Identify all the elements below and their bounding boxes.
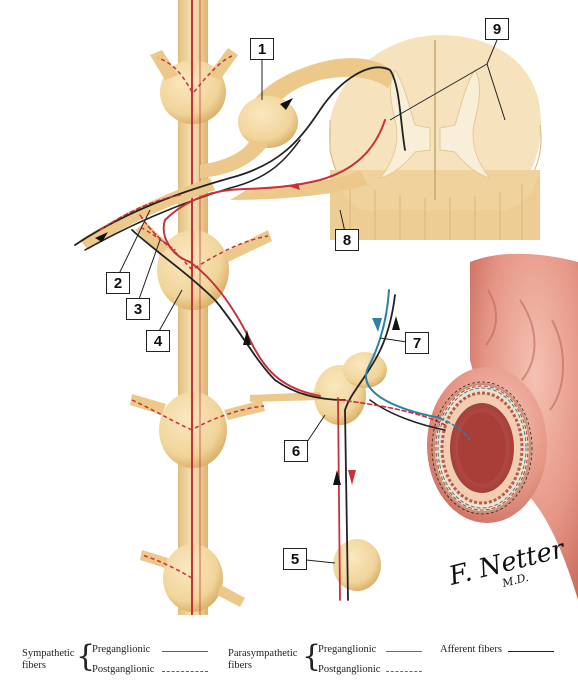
leader-lines	[117, 39, 506, 564]
label-6: 6	[284, 440, 308, 462]
prevertebral-ganglion	[250, 352, 387, 591]
direction-arrows	[95, 98, 400, 485]
legend-para-post-label: Postganglionic	[318, 664, 381, 675]
label-9: 9	[485, 18, 509, 40]
ganglion-5	[333, 539, 381, 591]
legend-para-pre-label: Preganglionic	[318, 644, 377, 655]
label-8: 8	[335, 229, 359, 251]
legend-para-pre-line	[386, 651, 422, 652]
legend-sym-pre-label: Preganglionic	[92, 644, 151, 655]
legend-para-post-line	[386, 671, 422, 672]
legend-afferent-line	[508, 651, 554, 652]
label-4: 4	[146, 330, 170, 352]
legend: Sympathetic fibers { Preganglionic Postg…	[0, 636, 578, 688]
legend-sym-post-label: Postganglionic	[92, 664, 155, 675]
label-5: 5	[283, 548, 307, 570]
intestine	[427, 253, 578, 600]
dorsal-root-ganglion	[238, 96, 298, 148]
legend-sympathetic-brace: {	[76, 639, 96, 674]
label-7: 7	[405, 332, 429, 354]
fibers	[74, 66, 533, 601]
label-3: 3	[126, 298, 150, 320]
legend-parasympathetic-brace: {	[302, 639, 322, 674]
legend-afferent-label: Afferent fibers	[440, 644, 502, 655]
legend-sympathetic-title: Sympathetic fibers	[22, 648, 75, 671]
legend-sym-post-line	[162, 671, 208, 672]
sympathetic-trunk	[130, 0, 272, 615]
label-1: 1	[250, 38, 274, 60]
legend-sym-pre-line	[162, 651, 208, 652]
spinal-nerve	[80, 178, 215, 250]
label-2: 2	[106, 272, 130, 294]
legend-parasympathetic-title: Parasympathetic fibers	[228, 648, 298, 671]
